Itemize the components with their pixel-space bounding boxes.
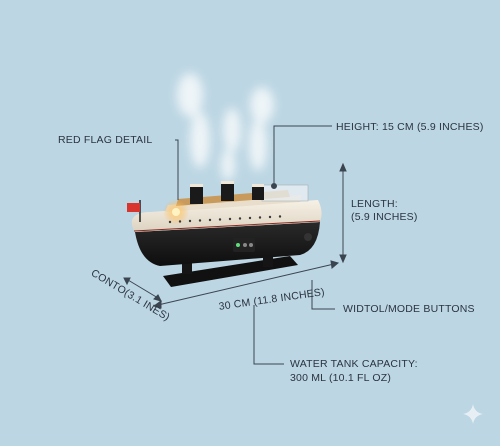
label-length-title: LENGTH:: [351, 198, 398, 210]
portholes: [168, 215, 282, 224]
label-length-value: (5.9 INCHES): [351, 211, 418, 223]
ship-funnels: [190, 181, 264, 204]
mode-buttons[interactable]: [233, 238, 255, 252]
steam-plumes: [177, 73, 274, 181]
ship-hull: [135, 222, 320, 266]
label-height: HEIGHT: 15 CM (5.9 INCHES): [336, 121, 484, 133]
label-water-value: 300 ML (10.1 FL OZ): [290, 372, 392, 384]
leader-lines: [123, 125, 347, 365]
label-mode-buttons: WIDTOL/MODE BUTTONS: [343, 303, 475, 315]
side-vent: [304, 233, 312, 241]
label-red-flag: RED FLAG DETAIL: [58, 134, 153, 146]
label-water-title: WATER TANK CAPACITY:: [290, 358, 418, 370]
red-flag: [127, 200, 141, 222]
sparkle-icon: [463, 404, 483, 424]
